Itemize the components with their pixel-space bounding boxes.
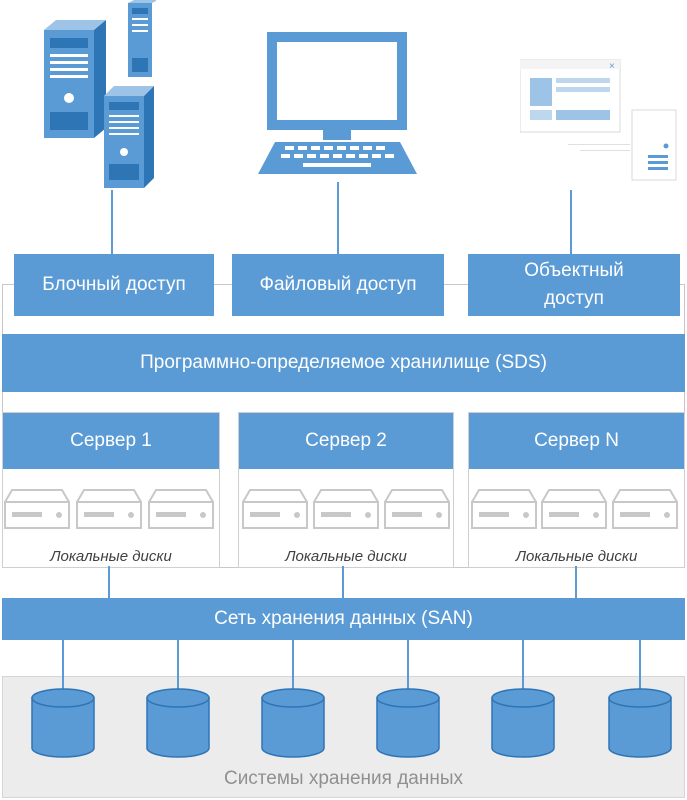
- svg-text:×: ×: [609, 61, 615, 72]
- file-access-label: Файловый доступ: [259, 274, 417, 295]
- block-access-box: Блочный доступ: [14, 254, 214, 316]
- server-2-label: Сервер 2: [305, 430, 387, 451]
- storage-cylinder-icon: [146, 688, 210, 758]
- block-access-label: Блочный доступ: [42, 274, 186, 295]
- connector-san-storage: [407, 640, 409, 696]
- connector-server-2-san: [342, 566, 344, 598]
- object-access-label-line2: доступ: [544, 288, 604, 309]
- local-disk-icon: [148, 489, 214, 529]
- connector-san-storage: [522, 640, 524, 696]
- local-disk-icon: [313, 489, 379, 529]
- storage-cylinder-icon: [261, 688, 325, 758]
- server-towers-icon: [44, 0, 156, 188]
- sds-label: Программно-определяемое хранилище (SDS): [140, 352, 547, 373]
- local-disk-icon: [242, 489, 308, 529]
- connector-san-storage: [62, 640, 64, 696]
- sds-bar: Программно-определяемое хранилище (SDS): [2, 334, 685, 392]
- local-disk-icon: [4, 489, 70, 529]
- storage-systems-label: Системы хранения данных: [223, 768, 464, 789]
- local-disk-icon: [76, 489, 142, 529]
- server-1-label: Сервер 1: [70, 430, 152, 451]
- connector-server-1-san: [108, 566, 110, 598]
- server-n-disks-label: Локальные диски: [515, 548, 638, 565]
- local-disk-icon: [612, 489, 678, 529]
- storage-cylinder-icon: [31, 688, 95, 758]
- connector-server-n-san: [575, 566, 577, 598]
- local-disk-icon: [541, 489, 607, 529]
- san-bar: Сеть хранения данных (SAN): [2, 598, 685, 640]
- storage-cylinder-icon: [608, 688, 672, 758]
- server-1-header: Сервер 1: [3, 413, 219, 469]
- file-access-box: Файловый доступ: [232, 254, 444, 316]
- connector-san-storage: [177, 640, 179, 696]
- local-disk-icon: [471, 489, 537, 529]
- storage-cylinder-icon: [491, 688, 555, 758]
- server-1-disks-label: Локальные диски: [50, 548, 172, 565]
- storage-cylinder-icon: [376, 688, 440, 758]
- connector-block: [111, 190, 113, 254]
- server-2-header: Сервер 2: [239, 413, 453, 469]
- connector-san-storage: [292, 640, 294, 696]
- object-access-box: Объектный доступ: [468, 254, 680, 316]
- connector-object: [570, 190, 572, 254]
- connector-file: [337, 182, 339, 254]
- server-2-disks-label: Локальные диски: [285, 548, 407, 565]
- local-disk-icon: [384, 489, 450, 529]
- application-window-icon: ×: [520, 59, 677, 181]
- server-n-label: Сервер N: [534, 430, 619, 451]
- laptop-icon: [258, 32, 417, 174]
- connector-san-storage: [639, 640, 641, 696]
- storage-systems-area: [2, 676, 685, 798]
- object-access-label-line1: Объектный: [524, 260, 624, 281]
- san-label: Сеть хранения данных (SAN): [214, 608, 473, 629]
- server-n-header: Сервер N: [469, 413, 684, 469]
